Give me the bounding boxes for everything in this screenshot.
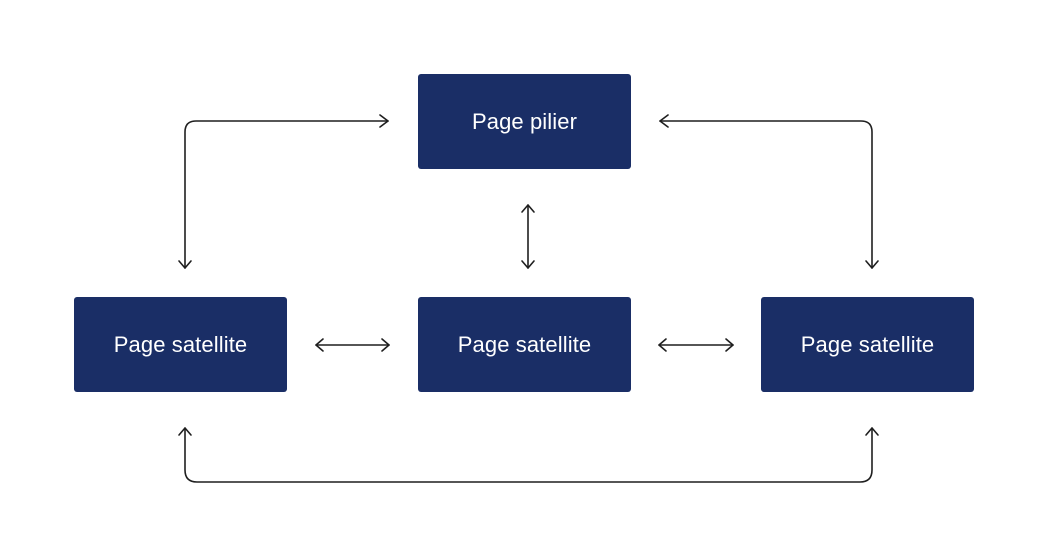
arrowhead-left-icon (658, 338, 667, 352)
node-page-satellite-center: Page satellite (418, 297, 631, 392)
arrowhead-right-icon (725, 338, 734, 352)
node-page-pilier: Page pilier (418, 74, 631, 169)
node-label: Page satellite (800, 331, 935, 357)
arrowhead-right-icon (381, 338, 390, 352)
connector-center-to-right (658, 338, 734, 352)
arrowhead-down-icon (521, 260, 535, 269)
node-label: Page pilier (471, 108, 578, 134)
arrowhead-up-icon (865, 427, 879, 436)
connector-pillar-to-right (659, 114, 879, 269)
arrowhead-down-icon (865, 260, 879, 269)
arrowhead-down-icon (178, 260, 192, 269)
connector-pillar-to-center (521, 204, 535, 269)
connector-left-to-center (315, 338, 390, 352)
node-label: Page satellite (457, 331, 592, 357)
connector-left-to-pillar (178, 114, 389, 269)
node-page-satellite-right: Page satellite (761, 297, 974, 392)
connector-left-to-right-bottom (178, 427, 879, 483)
node-label: Page satellite (113, 331, 248, 357)
node-page-satellite-left: Page satellite (74, 297, 287, 392)
arrowhead-up-icon (521, 204, 535, 213)
arrowhead-up-icon (178, 427, 192, 436)
arrowhead-left-icon (659, 114, 669, 128)
arrowhead-left-icon (315, 338, 324, 352)
arrowhead-right-icon (379, 114, 389, 128)
